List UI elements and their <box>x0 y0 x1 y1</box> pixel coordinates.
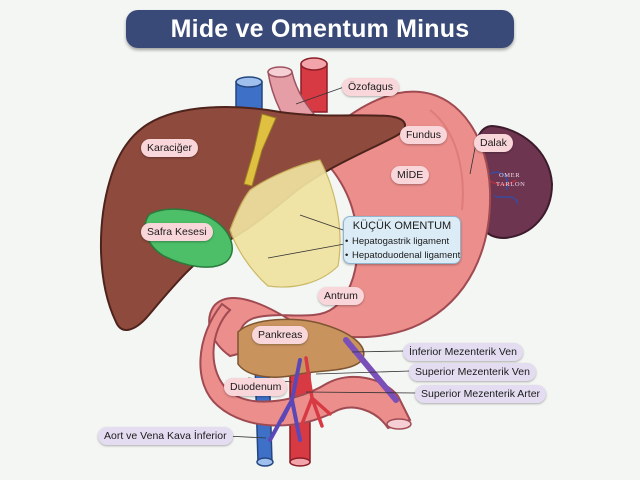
label-ozofagus: Özofagus <box>342 78 399 96</box>
watermark-line-2: TARLON <box>496 181 526 188</box>
label-karaciger: Karaciğer <box>141 139 198 157</box>
label-safra-kesesi: Safra Kesesi <box>141 223 213 241</box>
omentum-callout: KÜÇÜK OMENTUM Hepatogastrik ligament Hep… <box>343 216 461 264</box>
lesser-omentum <box>229 159 341 288</box>
label-aort-vena-kava: Aort ve Vena Kava İnferior <box>98 427 233 445</box>
watermark-line-1: OMER <box>499 172 521 179</box>
label-dalak: Dalak <box>474 134 513 152</box>
page-title: Mide ve Omentum Minus <box>170 14 470 43</box>
omentum-item-hepatogastrik: Hepatogastrik ligament <box>345 236 449 247</box>
label-duodenum: Duodenum <box>224 378 288 396</box>
label-antrum: Antrum <box>318 287 364 305</box>
mesenteric-vessels <box>268 337 399 442</box>
label-mide: MİDE <box>391 166 430 184</box>
omentum-title: KÜÇÜK OMENTUM <box>352 220 452 232</box>
label-superior-mezenterik-ven: Superior Mezenterik Ven <box>409 363 536 381</box>
label-fundus: Fundus <box>400 126 448 144</box>
omentum-item-hepatoduodenal: Hepatoduodenal ligament <box>345 250 460 261</box>
label-pankreas: Pankreas <box>252 326 309 344</box>
label-superior-mezenterik-arter: Superior Mezenterik Arter <box>415 385 547 403</box>
label-inferior-mezenterik-ven: İnferior Mezenterik Ven <box>403 343 523 361</box>
title-bar: Mide ve Omentum Minus <box>126 10 514 48</box>
